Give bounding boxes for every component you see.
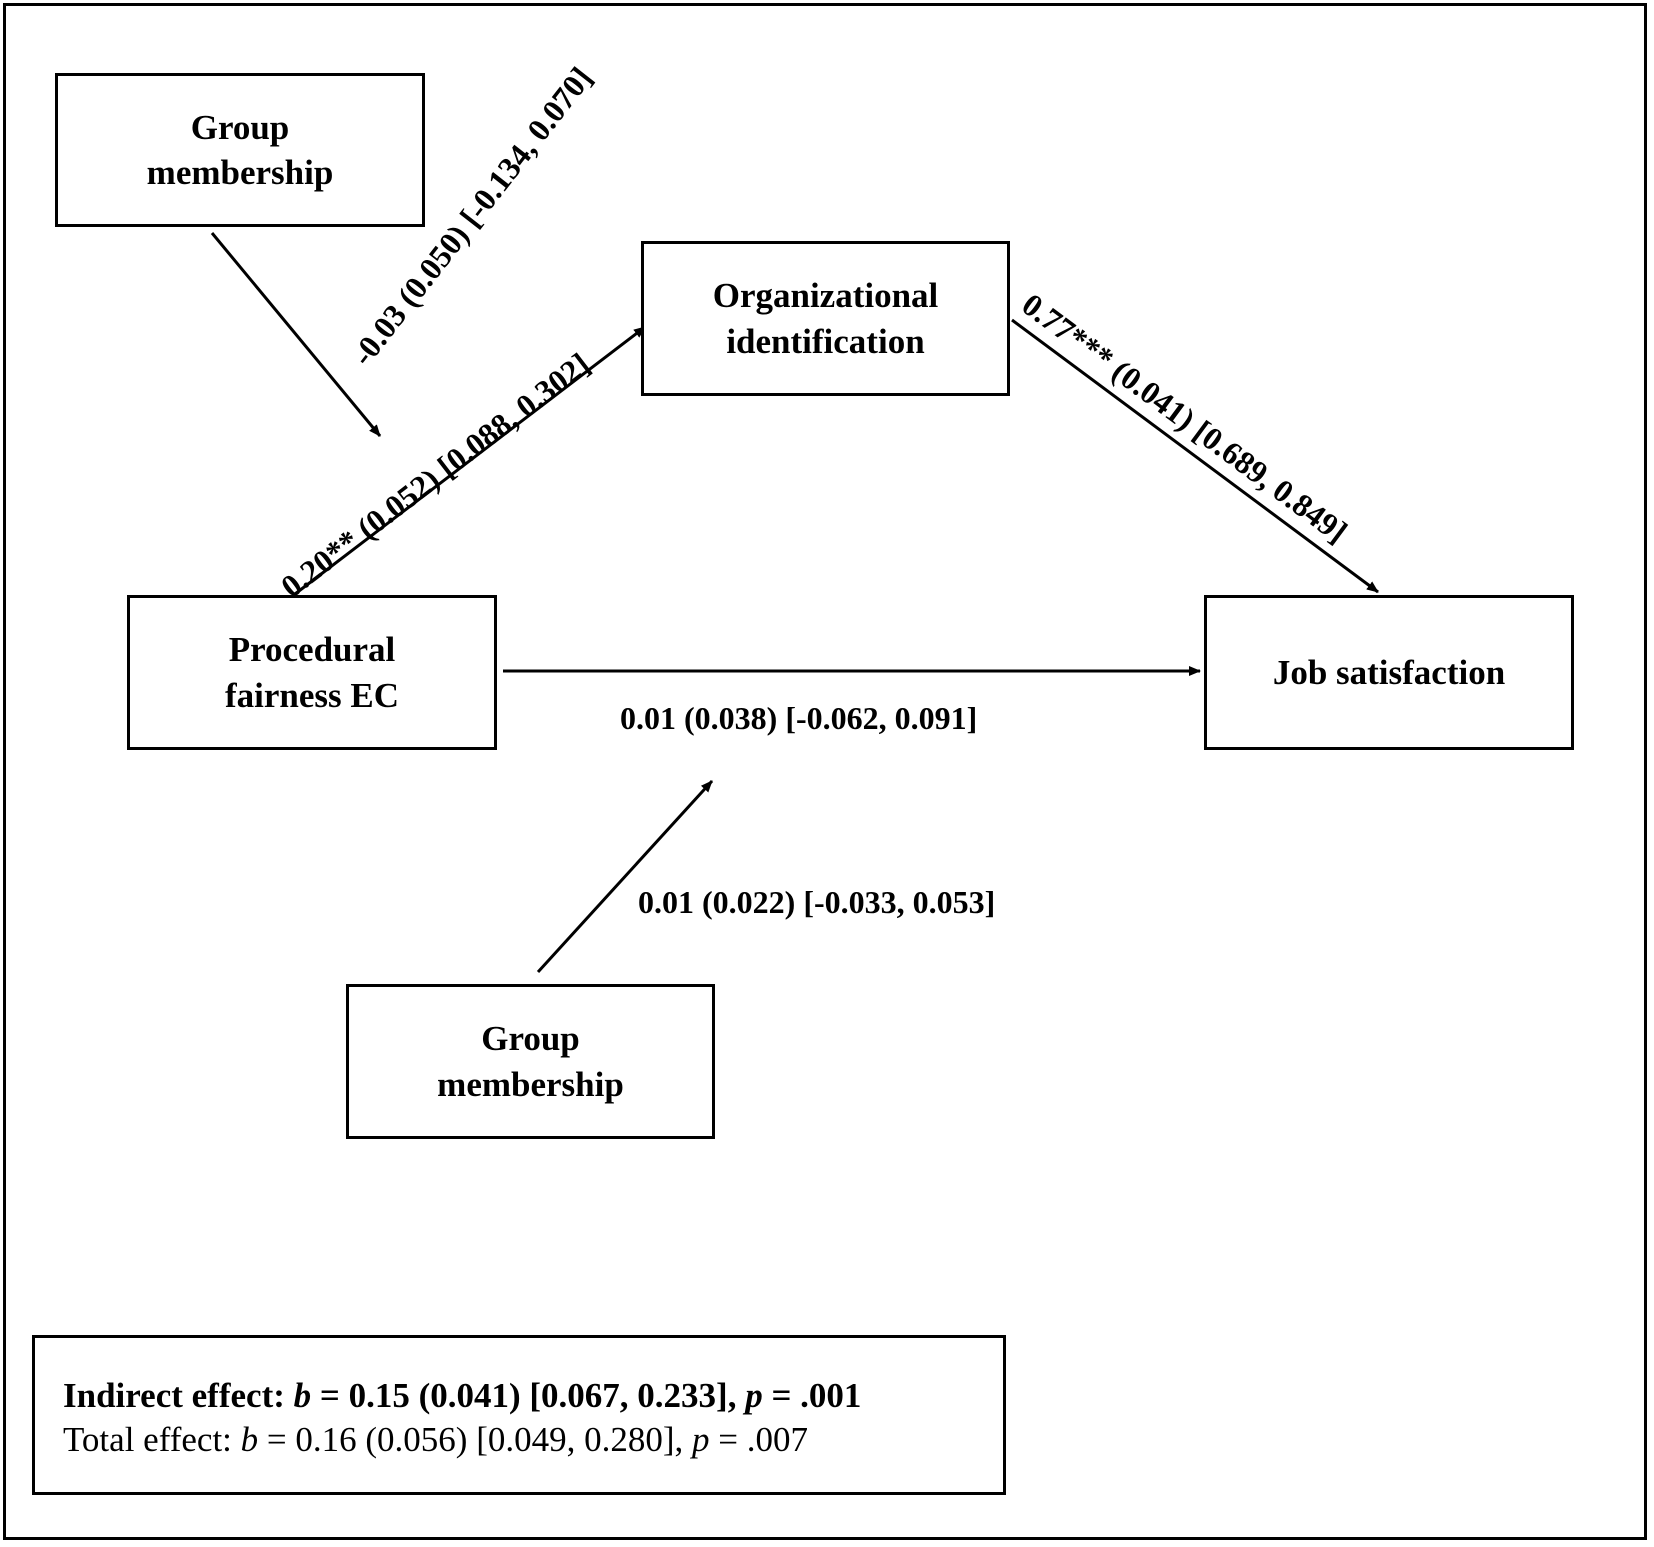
arrow-b-path bbox=[1011, 318, 1379, 594]
total-effect-line: Total effect: b = 0.16 (0.056) [0.049, 0… bbox=[63, 1418, 1003, 1462]
arrow-moderation-c-path bbox=[536, 779, 714, 974]
total-effect-p-symbol: p bbox=[692, 1419, 710, 1459]
node-label-line: Procedural bbox=[228, 630, 396, 669]
edge-label-c-prime-path: 0.01 (0.038) [-0.062, 0.091] bbox=[620, 700, 978, 736]
node-label-line: Group bbox=[481, 1019, 580, 1058]
total-effect-label: Total effect: bbox=[63, 1419, 241, 1459]
node-label-line: Organizational bbox=[712, 276, 939, 315]
total-effect-b-value: = 0.16 (0.056) [0.049, 0.280], bbox=[258, 1419, 693, 1459]
total-effect-b-symbol: b bbox=[240, 1419, 259, 1459]
node-organizational-identification: Organizational identification bbox=[641, 241, 1010, 396]
node-label-line: Job satisfaction bbox=[1272, 652, 1506, 692]
arrow-moderation-a-path bbox=[210, 232, 382, 437]
indirect-effect-p-symbol: p bbox=[745, 1376, 763, 1415]
arrow-a-path bbox=[294, 325, 646, 596]
effects-summary-box: Indirect effect: b = 0.15 (0.041) [0.067… bbox=[32, 1335, 1006, 1495]
node-job-satisfaction: Job satisfaction bbox=[1204, 595, 1574, 750]
indirect-effect-label: Indirect effect: bbox=[63, 1376, 294, 1415]
edge-label-moderation-c-path: 0.01 (0.022) [-0.033, 0.053] bbox=[638, 884, 996, 920]
node-label-line: identification bbox=[726, 321, 925, 361]
node-procedural-fairness: Procedural fairness EC bbox=[127, 595, 497, 750]
node-group-membership-top: Group membership bbox=[55, 73, 425, 227]
node-label-line: Group bbox=[190, 107, 290, 147]
node-label-line: membership bbox=[437, 1064, 624, 1104]
indirect-effect-b-symbol: b bbox=[293, 1376, 312, 1415]
indirect-effect-b-value: = 0.15 (0.041) [0.067, 0.233], bbox=[311, 1376, 746, 1415]
node-label-line: fairness EC bbox=[224, 675, 400, 715]
node-label-line: membership bbox=[146, 153, 334, 192]
indirect-effect-line: Indirect effect: b = 0.15 (0.041) [0.067… bbox=[63, 1374, 1003, 1418]
total-effect-p-value: = .007 bbox=[709, 1419, 809, 1459]
indirect-effect-p-value: = .001 bbox=[762, 1376, 862, 1415]
node-group-membership-bottom: Group membership bbox=[346, 984, 715, 1139]
